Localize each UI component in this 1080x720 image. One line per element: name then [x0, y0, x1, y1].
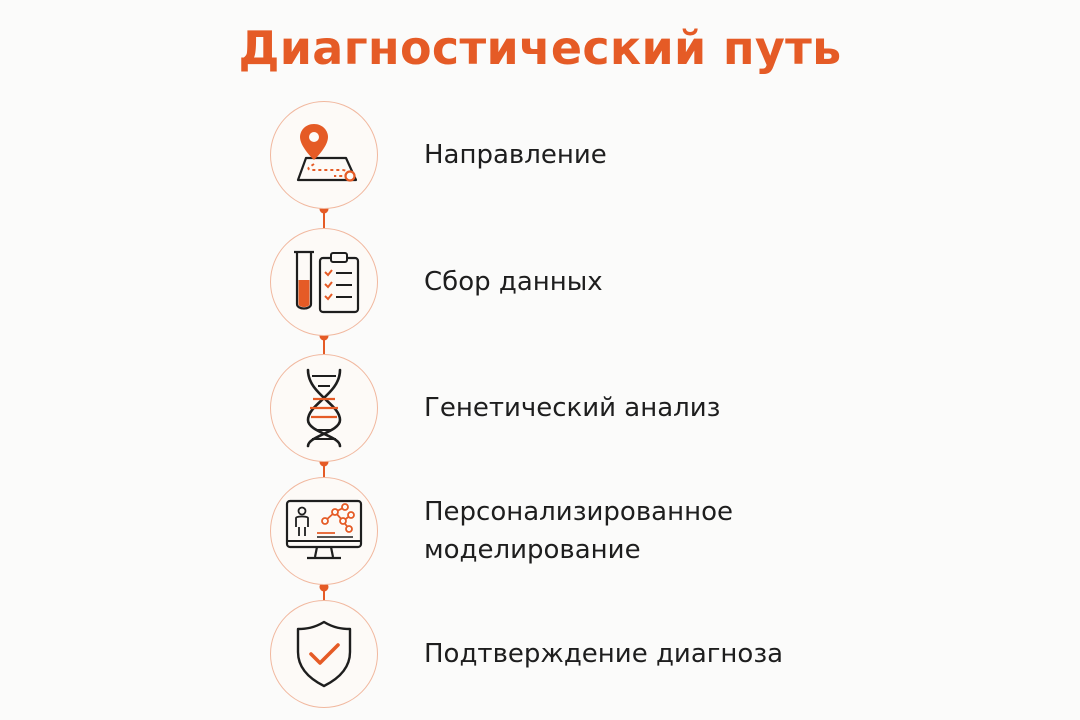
step-label: Сбор данных: [424, 267, 603, 297]
step-icon-circle: [270, 477, 378, 585]
step-icon-circle: [270, 228, 378, 336]
step-icon-circle: [270, 354, 378, 462]
shield-check-icon: [296, 620, 352, 688]
step-icon-circle: [270, 600, 378, 708]
step-genetic-analysis: Генетический анализ: [270, 353, 870, 463]
step-label: Направление: [424, 140, 607, 170]
test-tube-clipboard-icon: [294, 250, 360, 314]
step-label: Персонализированное моделирование: [424, 497, 733, 565]
step-referral: Направление: [270, 100, 870, 210]
step-diagnosis-confirmation: Подтверждение диагноза: [270, 599, 870, 709]
dna-icon: [306, 368, 342, 448]
step-label: Генетический анализ: [424, 393, 721, 423]
monitor-model-icon: [285, 499, 363, 560]
step-data-collection: Сбор данных: [270, 227, 870, 337]
page-title: Диагностический путь: [238, 21, 842, 75]
step-personalized-modeling: Персонализированное моделирование: [270, 476, 870, 586]
step-label: Подтверждение диагноза: [424, 639, 784, 669]
map-pin-route-icon: [296, 124, 358, 182]
step-icon-circle: [270, 101, 378, 209]
